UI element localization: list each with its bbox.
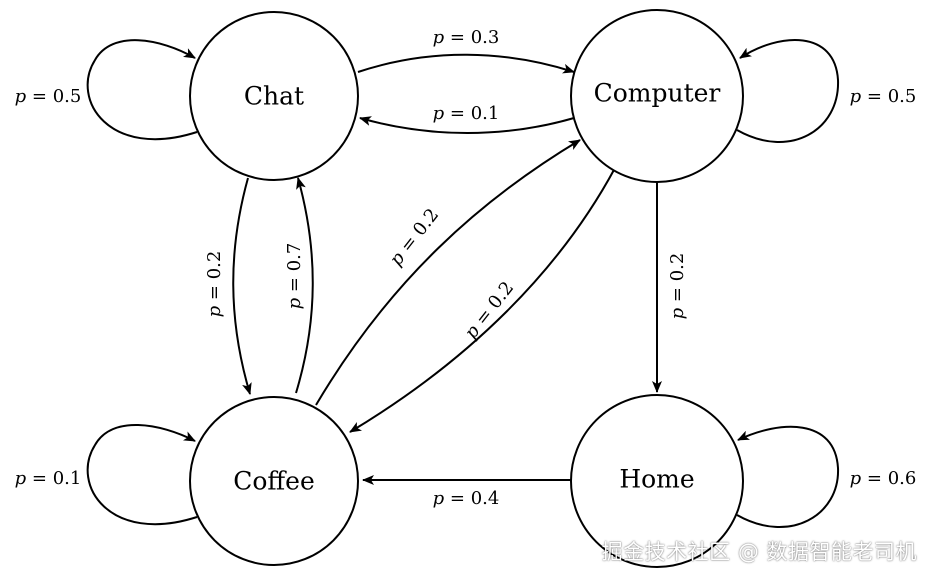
edge-chat-self (86, 39, 198, 141)
node-coffee-label: Coffee (233, 467, 315, 496)
edge-coffee-to-computer (315, 139, 581, 406)
node-chat-label: Chat (244, 82, 304, 111)
label-coffee-self: p = 0.1 (15, 468, 82, 489)
node-chat: Chat (189, 11, 359, 181)
label-computer-to-home: p = 0.2 (667, 253, 688, 320)
node-computer: Computer (570, 9, 744, 183)
edge-computer-to-chat (359, 116, 575, 134)
label-chat-self: p = 0.5 (15, 86, 82, 107)
edge-computer-to-coffee (349, 167, 616, 433)
watermark: 掘金技术社区 @ 数据智能老司机 (601, 540, 917, 564)
label-coffee-to-computer: p = 0.2 (385, 204, 443, 269)
edge-home-self (736, 425, 840, 528)
node-home: Home (570, 394, 744, 568)
node-coffee: Coffee (189, 396, 359, 566)
edge-computer-self (736, 39, 840, 143)
label-computer-to-chat: p = 0.1 (433, 103, 500, 124)
label-chat-to-coffee: p = 0.2 (204, 251, 225, 318)
label-home-self: p = 0.6 (850, 468, 917, 489)
label-computer-self: p = 0.5 (850, 86, 917, 107)
edge-coffee-self (86, 424, 198, 526)
node-home-label: Home (619, 465, 694, 494)
edge-coffee-to-chat (295, 177, 314, 394)
label-chat-to-computer: p = 0.3 (433, 27, 500, 48)
edge-chat-to-computer (357, 53, 575, 74)
edge-chat-to-coffee (232, 177, 252, 395)
node-computer-label: Computer (594, 79, 721, 108)
label-coffee-to-chat: p = 0.7 (284, 243, 305, 310)
label-home-to-coffee: p = 0.4 (433, 488, 500, 509)
